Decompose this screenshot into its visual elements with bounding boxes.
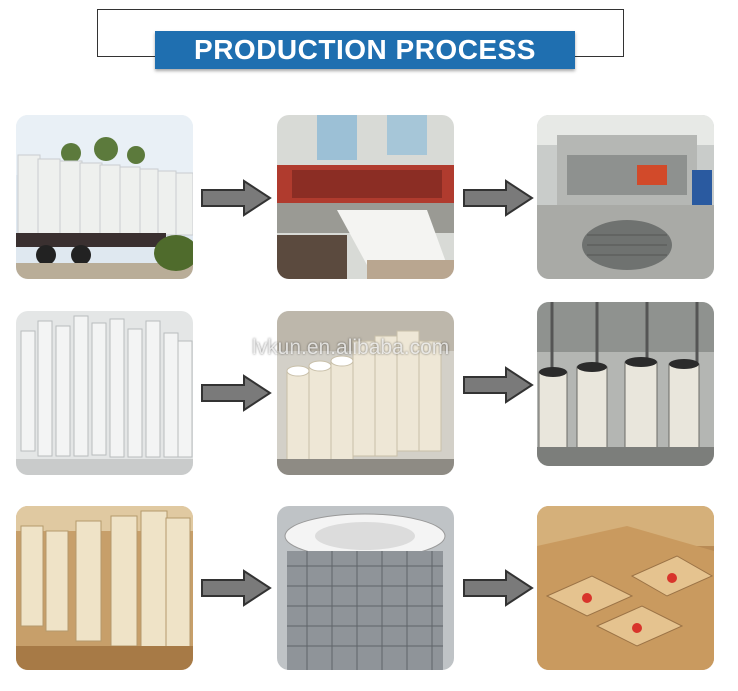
metal-mesh-tubes-photo <box>16 311 193 475</box>
finished-filter-closeup-photo <box>277 506 454 670</box>
process-arrow-icon <box>462 568 534 608</box>
process-arrow-icon <box>200 373 272 413</box>
pleated-filter-cartridges-photo <box>277 311 454 475</box>
watermark-text: lvkun.en.alibaba.com <box>252 336 450 359</box>
media-pleating-machine-photo <box>277 115 454 279</box>
process-arrow-icon <box>200 178 272 218</box>
process-arrow-icon <box>200 568 272 608</box>
finished-cartridge-stock-photo <box>16 506 193 670</box>
process-arrow-icon <box>462 365 534 405</box>
cartridge-assembly-line-photo <box>537 302 714 466</box>
raw-filter-media-rolls-photo <box>16 115 193 279</box>
packed-cartons-photo <box>537 506 714 670</box>
mesh-rolling-machine-photo <box>537 115 714 279</box>
title-banner: PRODUCTION PROCESS <box>155 31 575 69</box>
page-title: PRODUCTION PROCESS <box>194 34 536 65</box>
process-arrow-icon <box>462 178 534 218</box>
